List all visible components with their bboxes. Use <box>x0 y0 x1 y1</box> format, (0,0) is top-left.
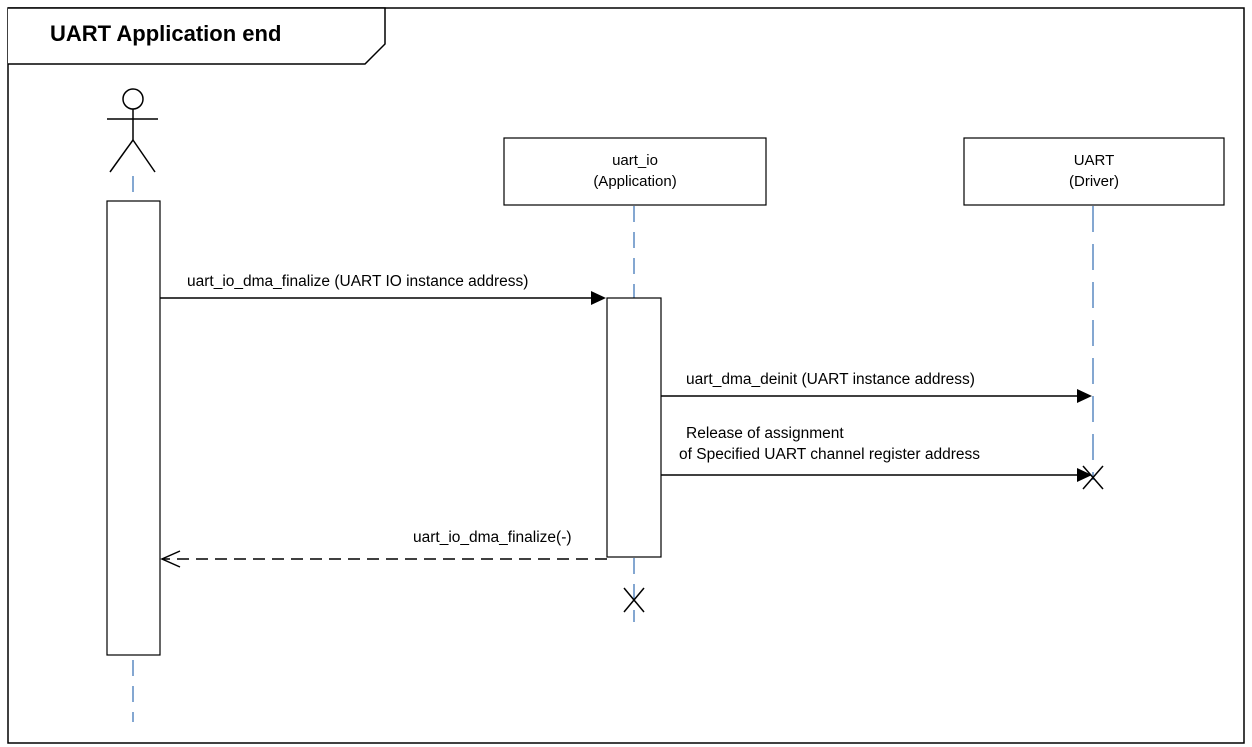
uart-io-name: uart_io <box>612 152 658 169</box>
uart-io-role: (Application) <box>593 173 676 190</box>
message-release-assignment-call: Release of assignment of Specified UART … <box>661 425 1092 482</box>
uart-name: UART <box>1074 152 1115 169</box>
uart-io-destruction-mark <box>623 587 645 613</box>
message-dma-finalize-call: uart_io_dma_finalize (UART IO instance a… <box>160 273 606 305</box>
actor-activation-bar <box>106 200 161 656</box>
uart-role: (Driver) <box>1069 173 1119 190</box>
message-dma-deinit-call: uart_dma_deinit (UART instance address) <box>661 371 1092 403</box>
frame-title: UART Application end <box>50 21 281 46</box>
message-label-line-2: of Specified UART channel register addre… <box>679 446 980 463</box>
message-label-line-1: Release of assignment <box>686 425 844 442</box>
uart-lifeline-box: UART (Driver) <box>963 137 1225 206</box>
actor-icon <box>107 88 158 173</box>
message-dma-finalize-return: uart_io_dma_finalize(-) <box>160 529 607 568</box>
uart-io-lifeline-box: uart_io (Application) <box>503 137 767 206</box>
message-label: uart_dma_deinit (UART instance address) <box>686 371 975 388</box>
uart-io-activation-bar <box>606 297 662 558</box>
message-label: uart_io_dma_finalize (UART IO instance a… <box>187 273 528 290</box>
frame-title-tab <box>8 7 386 65</box>
uart-destruction-mark <box>1082 465 1104 490</box>
message-label: uart_io_dma_finalize(-) <box>413 529 572 546</box>
